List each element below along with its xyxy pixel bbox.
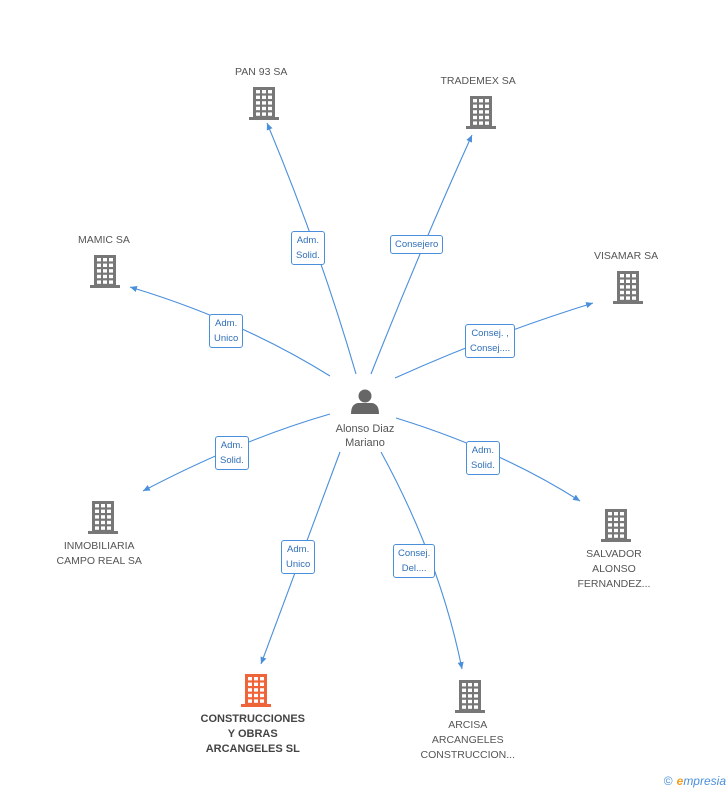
company-label-line: FERNANDEZ... <box>577 578 651 590</box>
building-icon[interactable] <box>455 680 485 713</box>
company-label-line: ARCANGELES SL <box>205 743 300 755</box>
relation-label-line: Adm. <box>471 445 494 456</box>
company-label-line: Y OBRAS <box>227 728 278 740</box>
building-icon[interactable] <box>241 674 271 707</box>
company-label-line: CONSTRUCCIONES <box>200 713 306 725</box>
brand-name: mpresia <box>683 774 726 788</box>
relation-label-line: Consej. <box>398 548 431 559</box>
relation-label-trademex[interactable]: Consejero <box>390 235 444 254</box>
building-icon[interactable] <box>601 509 631 542</box>
company-label-line: ALONSO <box>592 563 636 575</box>
building-icon[interactable] <box>90 255 120 288</box>
building-icon[interactable] <box>466 96 496 129</box>
relation-label-mamic[interactable]: Adm. Unico <box>209 314 244 348</box>
empresia-logo[interactable]: ©empresia <box>664 774 726 788</box>
relation-label-line: Adm. <box>215 318 238 329</box>
company-label-trademex[interactable]: TRADEMEX SA <box>441 74 516 89</box>
edge-trademex <box>370 134 473 375</box>
relation-label-line: Del.... <box>401 563 427 574</box>
relation-label-line: Unico <box>214 333 239 344</box>
relation-label-line: Adm. <box>220 440 243 451</box>
relation-label-line: Consej.... <box>470 343 511 354</box>
building-icon[interactable] <box>88 501 118 534</box>
brand-first-letter: e <box>676 774 684 788</box>
company-label-line: MAMIC SA <box>78 234 130 246</box>
relation-label-inmobiliaria[interactable]: Adm. Solid. <box>215 436 249 470</box>
company-label-line: SALVADOR <box>586 548 642 560</box>
relation-label-arcisa[interactable]: Consej. Del.... <box>393 544 436 578</box>
relation-label-line: Solid. <box>296 250 320 261</box>
center-name-line1: Alonso Diaz <box>335 423 395 435</box>
building-icon[interactable] <box>613 271 643 304</box>
relation-label-line: Adm. <box>287 544 310 555</box>
building-icon[interactable] <box>249 87 279 120</box>
company-label-line: INMOBILIARIA <box>63 540 135 552</box>
company-label-line: CAMPO REAL SA <box>56 555 142 567</box>
relation-label-construcciones[interactable]: Adm. Unico <box>281 540 316 574</box>
company-label-pan93[interactable]: PAN 93 SA <box>235 65 287 80</box>
copyright-symbol: © <box>663 774 673 788</box>
relation-label-line: Unico <box>286 559 311 570</box>
relation-label-line: Consej. , <box>471 328 509 339</box>
company-label-salvador[interactable]: SALVADOR ALONSO FERNANDEZ... <box>578 547 651 592</box>
company-label-line: VISAMAR SA <box>594 250 659 262</box>
relation-label-line: Adm. <box>296 235 319 246</box>
company-label-line: ARCISA <box>448 719 488 731</box>
company-label-line: CONSTRUCCION... <box>420 749 516 761</box>
company-label-visamar[interactable]: VISAMAR SA <box>594 249 658 264</box>
relation-label-line: Consejero <box>395 239 439 250</box>
relation-label-line: Solid. <box>220 455 244 466</box>
relation-label-salvador[interactable]: Adm. Solid. <box>466 441 500 475</box>
company-label-line: ARCANGELES <box>431 734 504 746</box>
relation-label-pan93[interactable]: Adm. Solid. <box>291 231 325 265</box>
person-icon[interactable] <box>351 389 379 415</box>
center-person-name[interactable]: Alonso Diaz Mariano <box>320 422 410 450</box>
company-label-construcciones[interactable]: CONSTRUCCIONES Y OBRAS ARCANGELES SL <box>201 712 306 757</box>
company-label-line: PAN 93 SA <box>235 66 288 78</box>
relation-label-visamar[interactable]: Consej. , Consej.... <box>465 324 516 358</box>
company-label-line: TRADEMEX SA <box>440 75 516 87</box>
center-name-line2: Mariano <box>345 437 385 449</box>
company-label-arcisa[interactable]: ARCISA ARCANGELES CONSTRUCCION... <box>421 718 516 763</box>
company-label-inmobiliaria[interactable]: INMOBILIARIA CAMPO REAL SA <box>57 539 142 569</box>
company-label-mamic[interactable]: MAMIC SA <box>78 233 130 248</box>
relation-label-line: Solid. <box>471 460 495 471</box>
